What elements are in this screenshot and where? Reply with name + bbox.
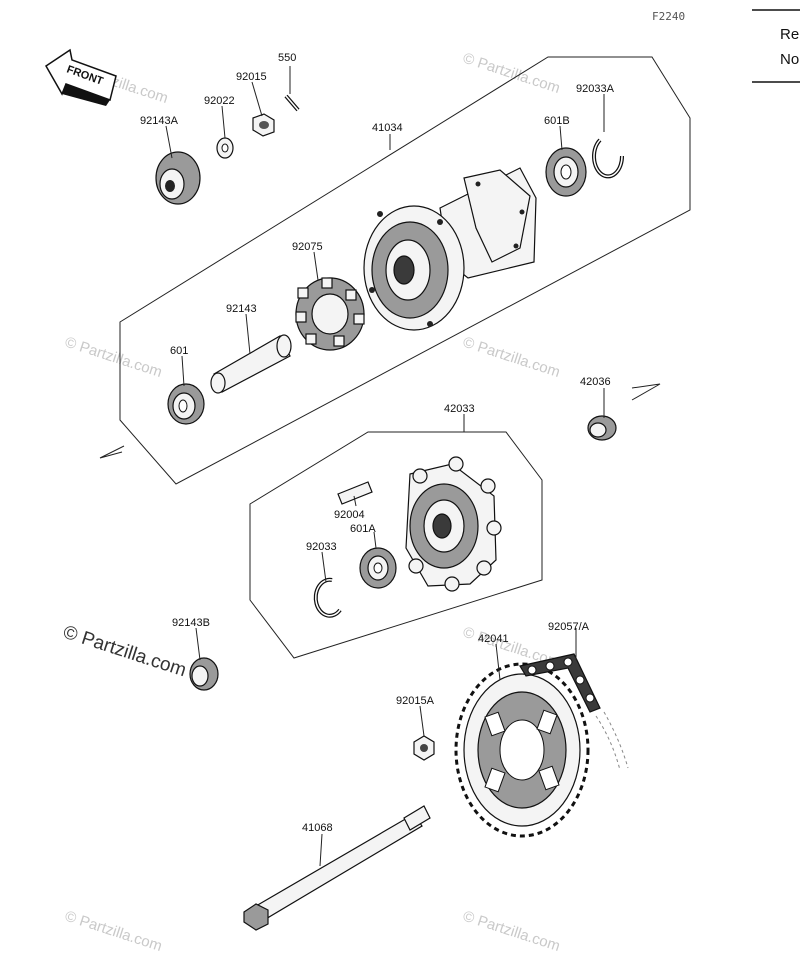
circlip-92033 [313,577,342,618]
sprocket-42041 [454,662,590,838]
part-label: 601A [350,523,376,535]
watermark: © Partzilla.com [63,908,164,955]
part-label: 92143B [172,617,210,629]
part-label: 601 [170,345,188,357]
part-label: 601B [544,115,570,127]
diagram-code: F2240 [652,10,685,23]
part-label: 42033 [444,403,475,415]
part-label: 92075 [292,241,323,253]
part-label: 92033 [306,541,337,553]
chain-92057a [519,653,629,771]
bearing-601 [167,383,205,425]
bearing-601b [545,147,587,197]
hub-assembly-outline [119,56,691,485]
part-label: 92022 [204,95,235,107]
part-label: 42036 [580,376,611,388]
part-label: 92004 [334,509,365,521]
collar-92143a [155,151,201,205]
damper-92075 [295,277,365,351]
axle-41068 [243,805,431,931]
washer-92022 [216,137,234,159]
sprocket-coupling-42033 [405,456,502,592]
part-label: 92143 [226,303,257,315]
rear-hub-41034 [363,167,537,331]
stud-92004 [337,481,373,505]
watermark-main: © Partzilla.com [60,622,188,682]
part-label: 92015 [236,71,267,83]
part-label: 92015A [396,695,435,707]
nut-92015 [252,113,275,137]
watermark: © Partzilla.com [461,334,562,381]
cotter-pin-550 [284,94,300,112]
part-label: 42041 [478,633,509,645]
collar-42036 [587,415,617,441]
sprocket-hub-outline [249,431,543,659]
part-labels: 550 92015 92022 92143A 41034 92033A 601B… [140,52,615,834]
nut-92015a [413,735,435,761]
part-label: 41068 [302,822,333,834]
circlip-92033a [592,138,625,179]
side-panel-line-1: Re [780,26,799,43]
alignment-mark-right [631,383,661,401]
collar-92143b [189,657,219,691]
part-label: 92033A [576,83,615,95]
part-label: 550 [278,52,296,64]
watermark: © Partzilla.com [63,334,164,381]
part-label: 92057/A [548,621,590,633]
alignment-mark-left [99,445,125,459]
leader-lines [165,66,605,867]
spacer-92143 [210,334,292,394]
watermark: © Partzilla.com [461,908,562,955]
watermark: © Partzilla.com [461,50,562,97]
side-panel-line-2: No [780,51,799,68]
front-arrow-icon: FRONT [45,48,117,106]
part-label: 92143A [140,115,179,127]
part-label: 41034 [372,122,403,134]
bearing-601a [359,547,397,589]
